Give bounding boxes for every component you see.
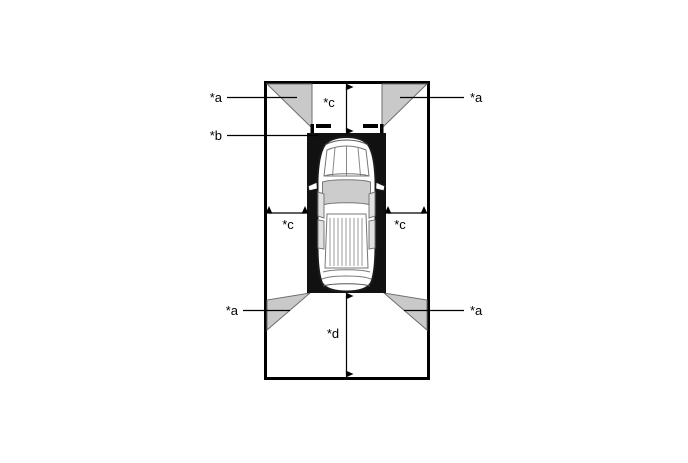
callout-label-bottom-right-a: *a [470,303,483,318]
vehicle-door-rear-left [317,219,325,250]
vehicle-door-rear-right [368,219,376,250]
vehicle-front-bumper-line [324,139,369,146]
front-sensor-marker-right [363,124,378,128]
dimension-label-front-c: *c [323,95,335,110]
vehicle-door-front-right [368,191,376,219]
rear-bumper-line [322,283,371,287]
dimension-label-left-c: *c [282,217,294,232]
trunk-seam-1 [322,269,371,273]
trunk-seam-2 [321,275,372,280]
detection-zone-front-right [381,83,429,130]
callout-label-bottom-left-a: *a [226,303,239,318]
vehicle-roof-panel [322,179,371,206]
windshield-mullion-3 [357,147,361,177]
front-sensor-post-left [310,124,314,136]
vehicle-top-view [307,135,386,293]
callout-label-top-right-a: *a [470,90,483,105]
rear-window-defroster-lines [329,218,363,266]
callout-label-left-b: *b [210,128,222,143]
vehicle-mirror-left [307,181,319,192]
detection-zone-front-left [265,83,313,130]
callout-label-top-left-a: *a [210,90,223,105]
front-sensor-post-right [380,124,384,136]
windshield-mullion-1 [332,147,336,177]
front-sensor-marker-left [316,124,331,128]
dimension-label-rear-d: *d [327,326,339,341]
detection-zone-rear-left [266,292,312,332]
vehicle-door-front-left [317,191,325,219]
vehicle-mirror-right [374,181,386,192]
detection-zone-rear-right [382,292,428,332]
dimension-label-right-c: *c [394,217,406,232]
cowl-line [323,173,370,177]
